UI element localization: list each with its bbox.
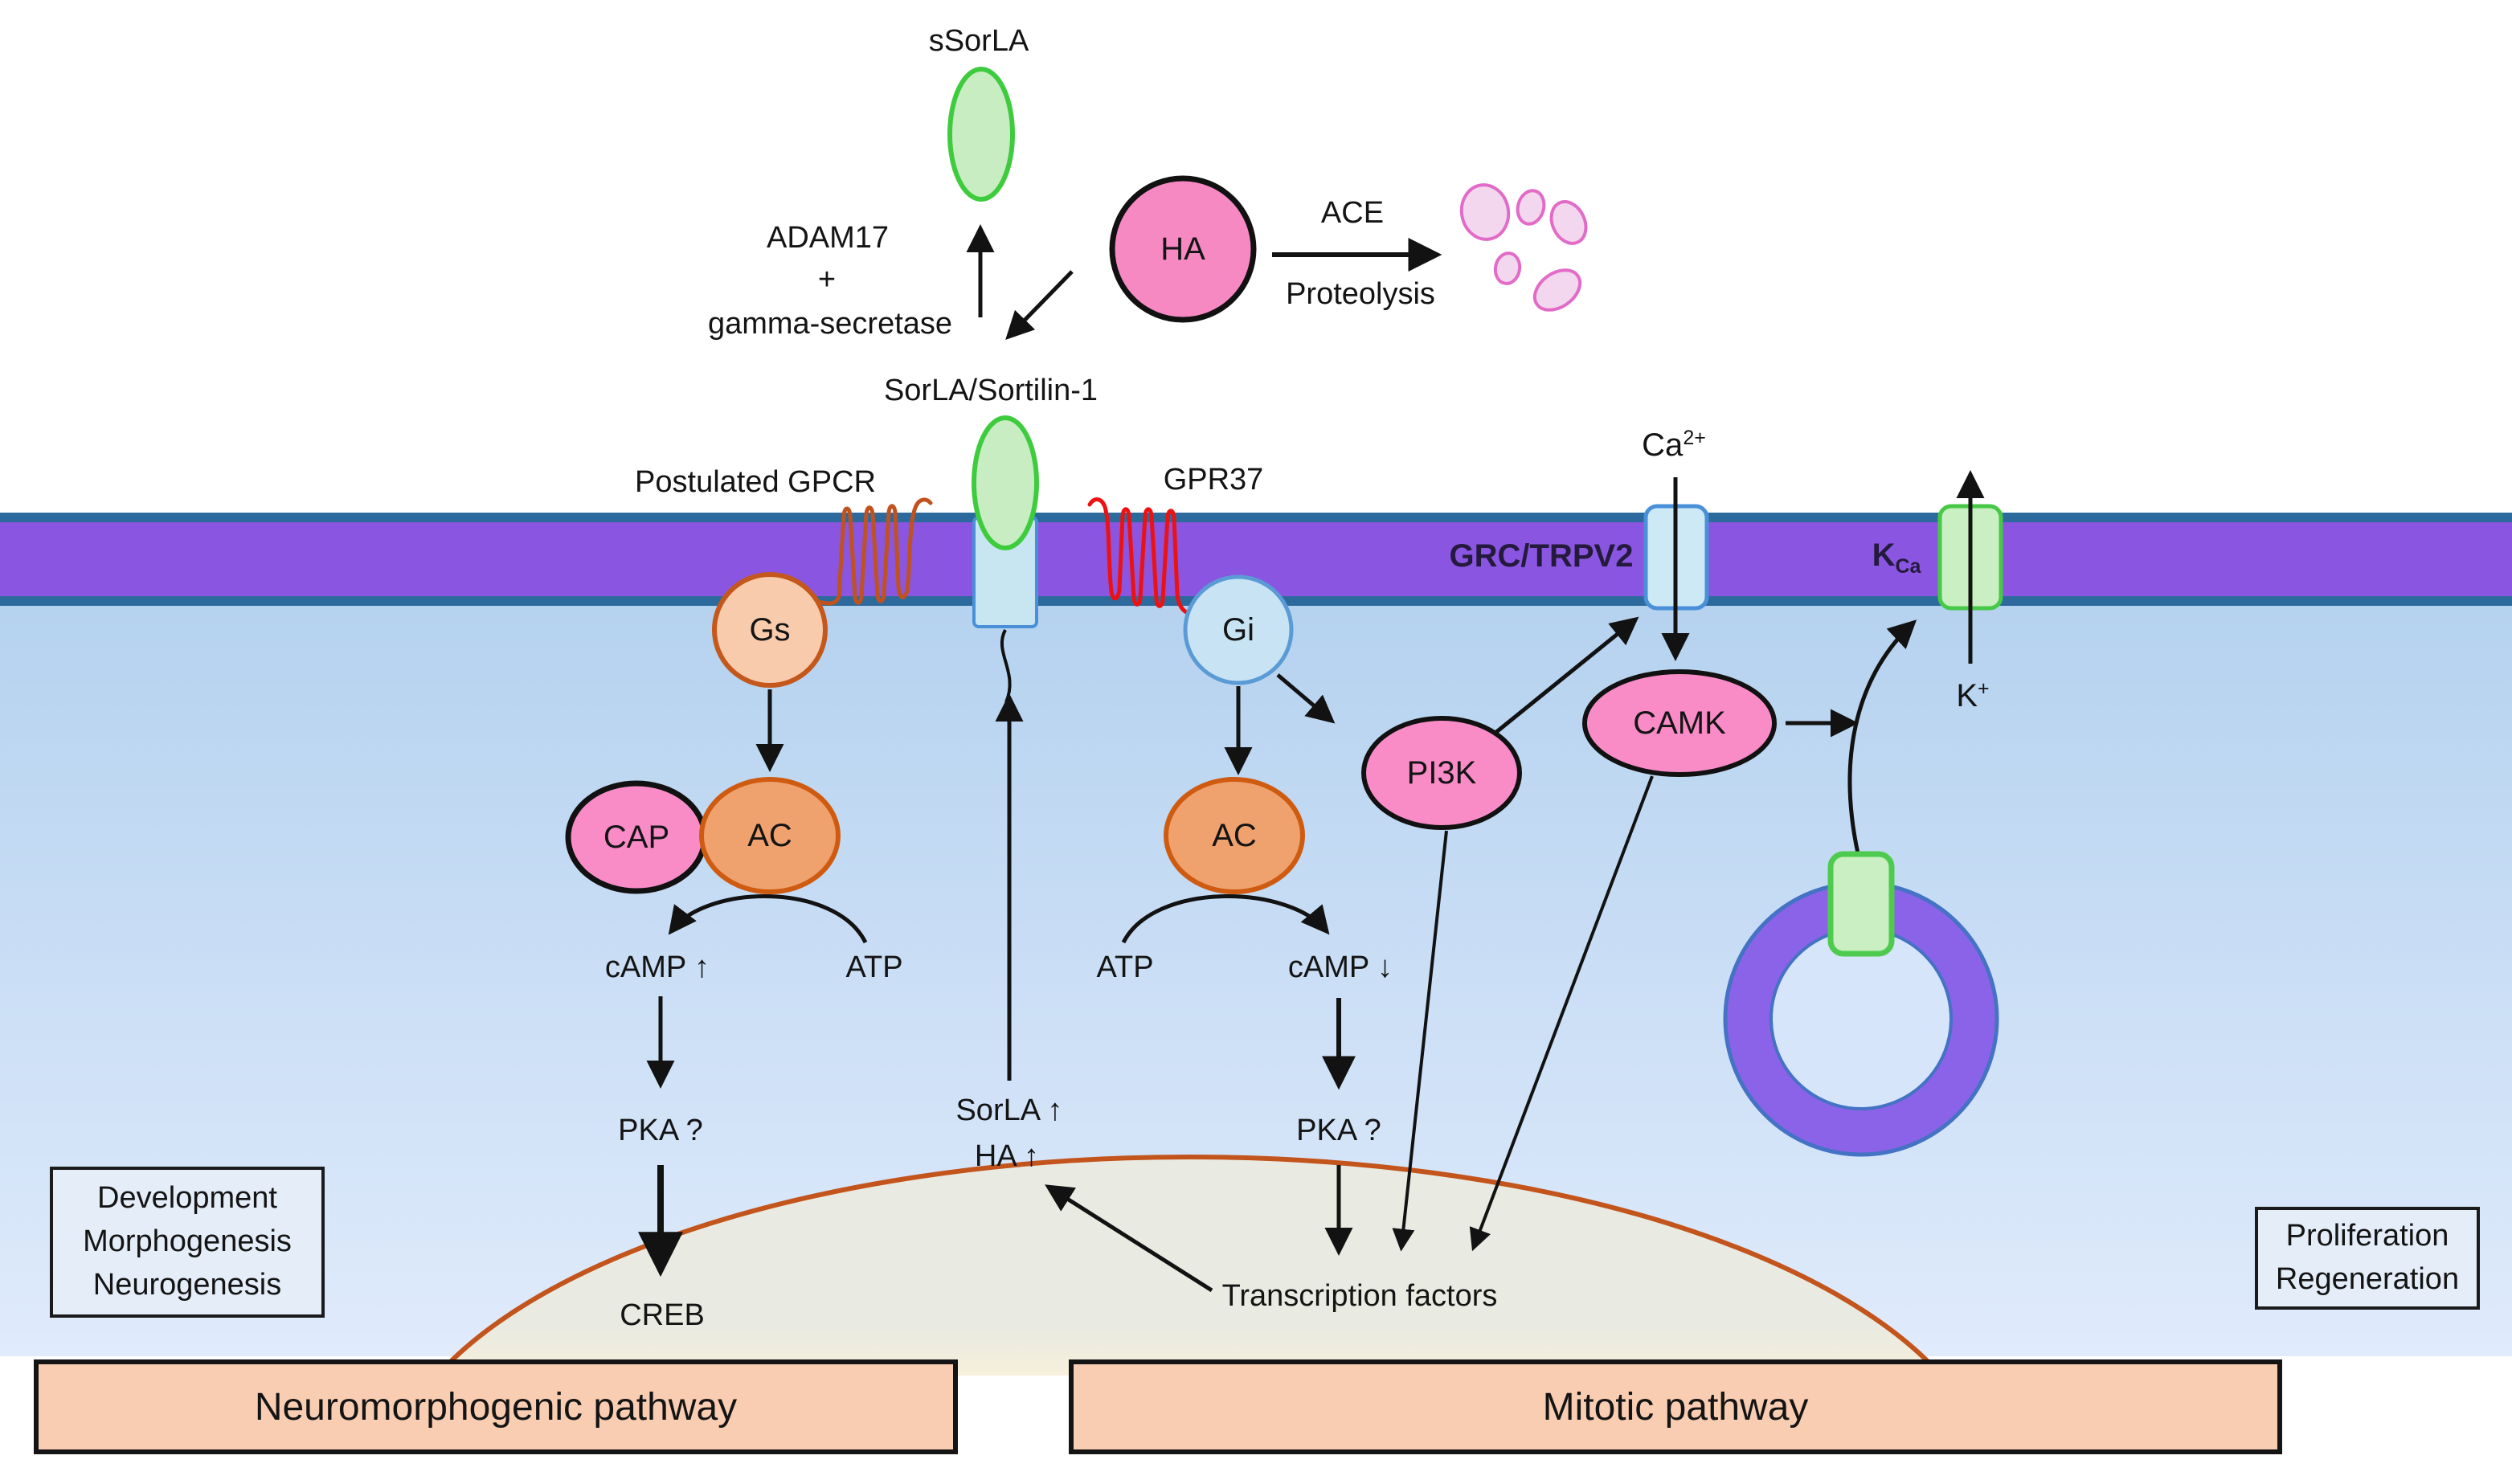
arrow-ha-to-sorla xyxy=(1005,270,1074,341)
arrow-pi3k-to-ca-channel xyxy=(1490,616,1639,738)
proliferation-box: Proliferation Regeneration xyxy=(2255,1207,2480,1310)
ha-ligand xyxy=(1109,175,1257,323)
k-ion-label: K+ xyxy=(1956,677,1990,714)
arrow-gi-to-pi3k xyxy=(1276,673,1336,724)
development-box: Development Morphogenesis Neurogenesis xyxy=(50,1167,325,1318)
development-box-line: Development xyxy=(97,1181,277,1216)
arrow-tf-to-sorla-ha xyxy=(1045,1184,1213,1293)
gpr37-label: GPR37 xyxy=(1163,463,1264,497)
arrow-camk-to-tf xyxy=(1469,775,1654,1252)
sorla-receptor-ectodomain xyxy=(972,415,1039,550)
ha-fragments xyxy=(1459,183,1588,312)
cap-label: CAP xyxy=(603,820,670,855)
atp-right-label: ATP xyxy=(1096,950,1154,985)
pi3k-label: PI3K xyxy=(1406,755,1477,791)
arrow-atp-to-camp-right xyxy=(1121,894,1330,944)
ac-right-label: AC xyxy=(1212,818,1257,853)
ac-left-label: AC xyxy=(747,818,792,853)
adam17-label: ADAM17 xyxy=(766,221,890,256)
mitotic-pathway-box: Mitotic pathway xyxy=(1069,1359,2282,1454)
ssorla-ectodomain xyxy=(947,67,1015,202)
transcription-factors-label: Transcription factors xyxy=(1221,1279,1498,1314)
ac-enzyme-left xyxy=(699,777,841,894)
gamma-secretase-label: gamma-secretase xyxy=(707,307,953,341)
gi-protein xyxy=(1183,574,1294,685)
proteolysis-label: Proteolysis xyxy=(1286,277,1435,312)
camp-up-label: cAMP ↑ xyxy=(604,950,710,985)
ac-enzyme-right xyxy=(1164,777,1305,894)
pka-right-label: PKA ? xyxy=(1296,1114,1381,1148)
ha-up-label: HA ↑ xyxy=(974,1139,1040,1174)
ha-label: HA xyxy=(1160,231,1205,267)
camp-down-label: cAMP ↓ xyxy=(1287,950,1393,985)
gs-label: Gs xyxy=(749,612,791,648)
camk-enzyme xyxy=(1582,669,1777,777)
development-box-line: Neurogenesis xyxy=(92,1267,282,1302)
sorla-up-label: SorLA ↑ xyxy=(955,1094,1063,1128)
creb-label: CREB xyxy=(620,1298,705,1333)
postulated-gpcr-label: Postulated GPCR xyxy=(635,465,876,500)
proliferation-box-line: Proliferation xyxy=(2285,1219,2449,1253)
gpr37-helices xyxy=(1087,497,1195,618)
camk-label: CAMK xyxy=(1633,705,1726,741)
gi-label: Gi xyxy=(1222,612,1254,648)
proliferation-box-line: Regeneration xyxy=(2275,1262,2460,1296)
pi3k-enzyme xyxy=(1361,716,1522,830)
development-box-line: Morphogenesis xyxy=(83,1224,292,1259)
mitotic-pathway-label: Mitotic pathway xyxy=(1542,1385,1809,1429)
grc-trpv2-label: GRC/TRPV2 xyxy=(1449,538,1634,574)
neuromorphogenic-pathway-box: Neuromorphogenic pathway xyxy=(34,1359,958,1454)
ca-ion-label: Ca2+ xyxy=(1642,426,1706,464)
sorla-sortilin-label: SorLA/Sortilin-1 xyxy=(883,374,1098,408)
vesicle-cargo-channel xyxy=(1827,851,1895,957)
kca-channel-label: KCa xyxy=(1872,538,1921,578)
postulated-gpcr-helices xyxy=(812,497,933,606)
gs-protein xyxy=(712,572,828,688)
membrane-outer-leaflet xyxy=(0,513,2512,522)
nucleus xyxy=(434,1155,1945,1376)
sorla-receptor-tail xyxy=(1000,629,1012,703)
arrow-pi3k-to-tf xyxy=(1392,830,1448,1252)
neuromorphogenic-pathway-label: Neuromorphogenic pathway xyxy=(254,1385,738,1429)
arrow-atp-to-camp-left xyxy=(668,894,868,944)
plus-label: + xyxy=(817,263,837,297)
atp-left-label: ATP xyxy=(845,950,903,985)
pka-left-label: PKA ? xyxy=(618,1114,703,1148)
ssorla-label: sSorLA xyxy=(928,24,1029,59)
ace-label: ACE xyxy=(1320,196,1385,231)
